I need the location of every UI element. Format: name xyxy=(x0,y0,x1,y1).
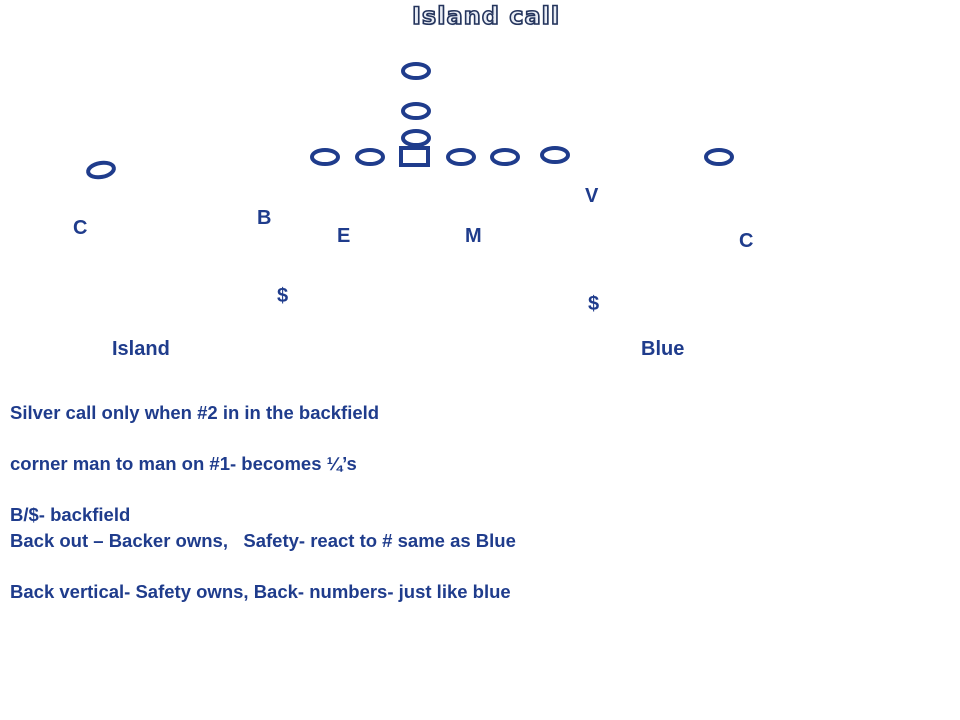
receiver-left xyxy=(86,160,116,180)
note-line: Back out – Backer owns, Safety- react to… xyxy=(10,530,516,551)
safety-left-label: $ xyxy=(277,285,289,307)
end-e-label: E xyxy=(337,225,351,247)
coaching-notes: Silver call only when #2 in in the backf… xyxy=(10,400,516,605)
tight-end xyxy=(540,146,570,164)
side-label-blue: Blue xyxy=(641,338,685,360)
note-line: B/$- backfield xyxy=(10,504,131,525)
side-label-island: Island xyxy=(112,338,170,360)
receiver-right xyxy=(704,148,734,166)
v-backer-label: V xyxy=(585,185,599,207)
corner-right-label: C xyxy=(739,230,754,252)
backfield-1 xyxy=(401,62,431,80)
backer-b-label: B xyxy=(257,207,272,229)
corner-left-label: C xyxy=(73,217,88,239)
lineman-2 xyxy=(355,148,385,166)
title-text: Island call xyxy=(411,1,561,31)
backfield-2 xyxy=(401,102,431,120)
note-line: Back vertical- Safety owns, Back- number… xyxy=(10,581,511,602)
mike-m-label: M xyxy=(465,225,482,247)
lineman-4 xyxy=(490,148,520,166)
note-line: Silver call only when #2 in in the backf… xyxy=(10,402,380,423)
center-square xyxy=(399,146,430,167)
lineman-3 xyxy=(446,148,476,166)
backfield-3 xyxy=(401,129,431,147)
note-line: corner man to man on #1- becomes ¼’s xyxy=(10,453,357,474)
lineman-1 xyxy=(310,148,340,166)
safety-right-label: $ xyxy=(588,293,600,315)
